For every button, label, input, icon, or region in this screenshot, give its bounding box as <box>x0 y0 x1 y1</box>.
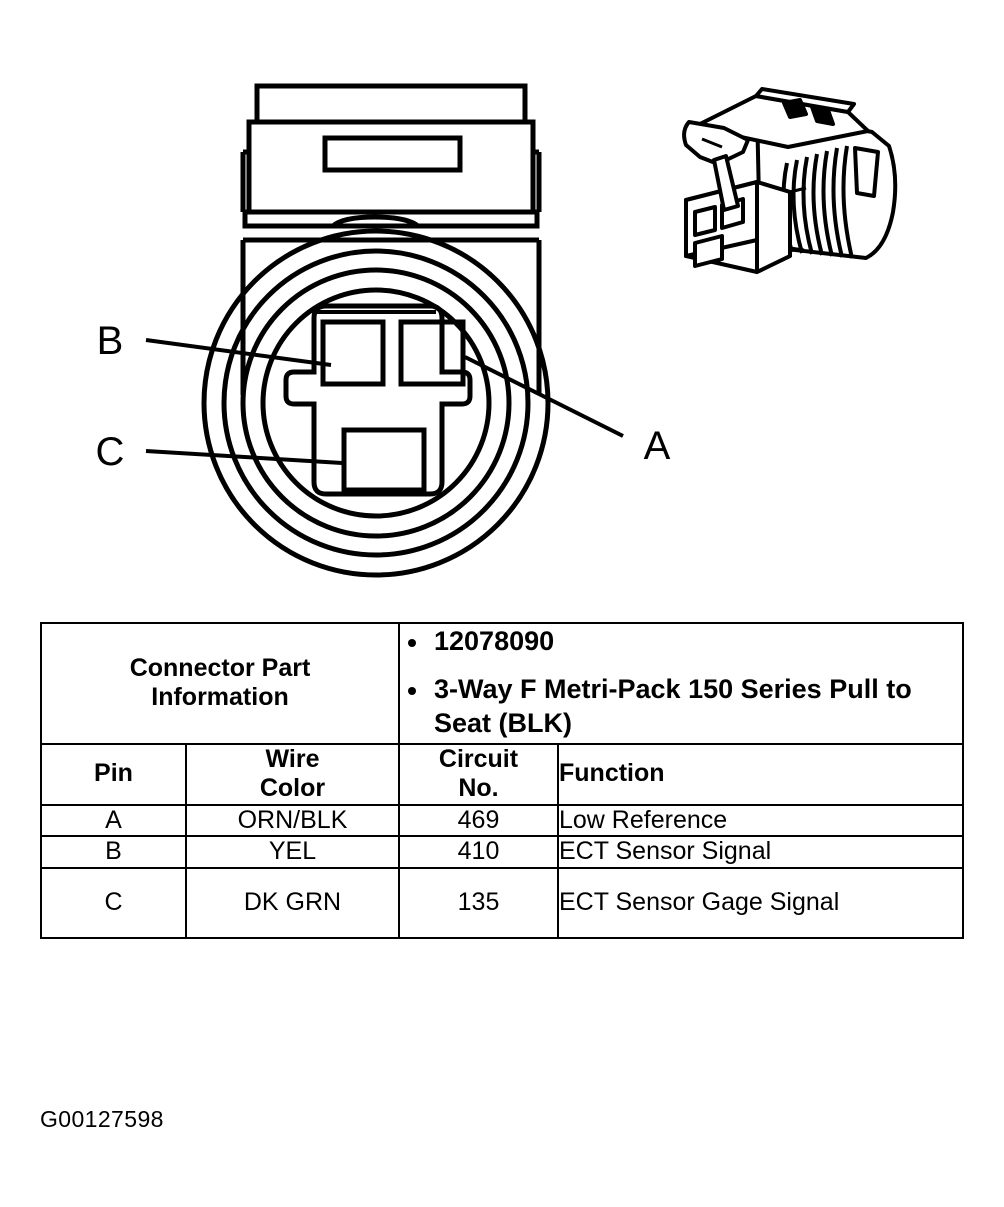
connector-information-table: Connector Part Information 12078090 3-Wa… <box>40 622 965 939</box>
leader-line-a <box>464 355 624 438</box>
connector-ring-faces <box>201 228 551 578</box>
table-row: B YEL 410 ECT Sensor Signal <box>40 835 965 869</box>
cell-function: Low Reference <box>556 803 965 838</box>
figure-caption: G00127598 <box>40 1106 164 1132</box>
connector-perspective-view <box>682 87 898 274</box>
cell-wire-color: ORN/BLK <box>185 803 400 838</box>
terminal-cavity-c <box>341 427 427 493</box>
table-row: C DK GRN 135 ECT Sensor Gage Signal <box>40 866 965 939</box>
cell-wire-color: DK GRN <box>185 866 400 939</box>
cell-pin: C <box>40 866 187 939</box>
cell-function: ECT Sensor Gage Signal <box>556 866 965 939</box>
terminal-cavities <box>320 319 466 493</box>
perspective-cavity-3 <box>693 234 724 268</box>
column-header-function: Function <box>556 742 965 806</box>
table-row-connector-part-information: Connector Part Information 12078090 3-Wa… <box>40 622 965 745</box>
column-header-circuit-no: Circuit No. <box>398 742 559 806</box>
connector-front-view <box>145 83 624 578</box>
terminal-cavity-b <box>320 319 386 387</box>
callout-leader-lines <box>145 338 624 465</box>
cell-circuit-no: 135 <box>398 866 559 939</box>
connector-part-details: 12078090 3-Way F Metri-Pack 150 Series P… <box>397 622 965 745</box>
circuit-no-line-2: No. <box>458 774 499 803</box>
table-row: A ORN/BLK 469 Low Reference <box>40 803 965 838</box>
cell-pin: B <box>40 835 187 869</box>
part-details-list: 12078090 3-Way F Metri-Pack 150 Series P… <box>400 624 962 741</box>
connector-inner-body <box>283 303 473 497</box>
cpi-line-2: Information <box>151 683 289 712</box>
connector-shoulder-band <box>243 214 539 243</box>
callout-label-a: A <box>644 424 671 468</box>
wire-color-line-2: Color <box>259 774 326 803</box>
perspective-lock-window <box>853 146 880 198</box>
part-detail-item: 3-Way F Metri-Pack 150 Series Pull to Se… <box>400 672 962 741</box>
cpi-line-1: Connector Part <box>129 653 311 682</box>
circuit-no-line-1: Circuit <box>438 744 519 773</box>
perspective-cavity-1 <box>693 205 717 237</box>
latch-window <box>322 135 463 173</box>
cell-function: ECT Sensor Signal <box>556 835 965 869</box>
connector-diagram-svg: B C A <box>96 83 898 578</box>
callout-label-c: C <box>96 430 125 474</box>
cell-pin: A <box>40 803 187 838</box>
leader-line-b <box>145 338 332 367</box>
callout-labels: B C A <box>96 319 671 474</box>
table-header-row: Pin Wire Color Circuit No. Function <box>40 742 965 806</box>
perspective-latch-arm <box>682 120 750 166</box>
column-header-wire-color: Wire Color <box>185 742 400 806</box>
wire-color-line-1: Wire <box>265 744 320 773</box>
connector-part-information-label: Connector Part Information <box>40 622 400 745</box>
callout-label-b: B <box>97 319 124 363</box>
cell-circuit-no: 410 <box>398 835 559 869</box>
cell-circuit-no: 469 <box>398 803 559 838</box>
cell-wire-color: YEL <box>185 835 400 869</box>
connector-body-sides <box>240 240 542 395</box>
leader-line-c <box>145 449 343 465</box>
column-header-pin: Pin <box>40 742 187 806</box>
connector-diagram: B C A <box>96 83 898 578</box>
perspective-strut <box>712 154 740 212</box>
connector-latch-housing <box>240 83 542 229</box>
part-detail-item: 12078090 <box>400 624 962 659</box>
terminal-cavity-a <box>398 319 466 387</box>
